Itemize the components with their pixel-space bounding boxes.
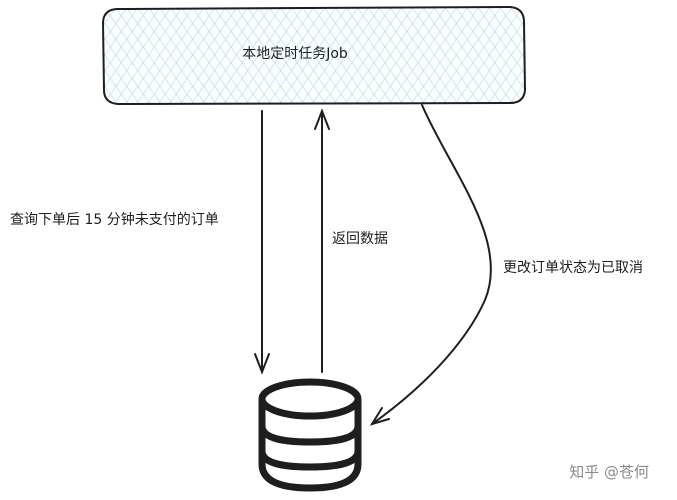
update-arrow-label: 更改订单状态为已取消	[503, 260, 643, 276]
update-arrow	[369, 104, 492, 426]
job-box	[102, 6, 526, 105]
query-arrow	[254, 110, 270, 375]
return-arrow-label: 返回数据	[332, 231, 388, 247]
query-arrow-label: 查询下单后 15 分钟未支付的订单	[10, 212, 219, 228]
job-box-title: 本地定时任务Job	[242, 46, 348, 62]
return-arrow	[314, 108, 330, 373]
database-icon	[258, 378, 362, 492]
watermark: 知乎 @苍何	[569, 463, 649, 481]
